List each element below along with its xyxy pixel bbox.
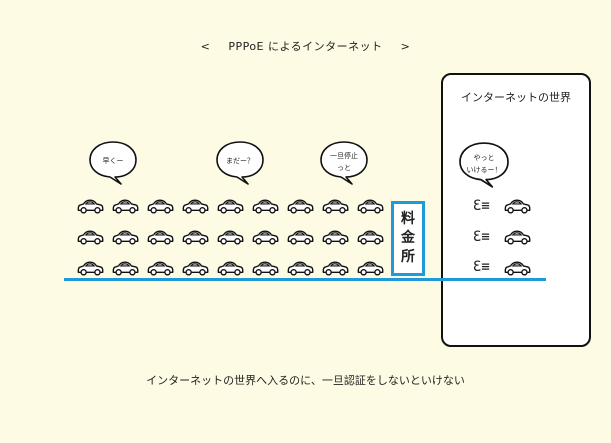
- car-icon: [504, 261, 531, 276]
- car-icon: [147, 199, 174, 214]
- car-icon: [252, 230, 279, 245]
- bubble-text-waiting: まだー？: [218, 155, 262, 167]
- tollgate-char: 料: [401, 211, 415, 227]
- tollgate: 料 金 所: [391, 201, 425, 276]
- title-left-bracket: <: [200, 40, 211, 53]
- car-icon: [112, 261, 139, 276]
- speed-mark: Ɛ≡: [473, 229, 490, 245]
- tollgate-char: 所: [401, 249, 415, 265]
- road-line: [64, 278, 546, 281]
- diagram-caption: インターネットの世界へ入るのに、一旦認証をしないといけない: [146, 374, 465, 387]
- bubble-text-finally: やっと いけるー！: [462, 152, 506, 176]
- car-icon: [182, 199, 209, 214]
- car-icon: [357, 199, 384, 214]
- car-icon: [252, 261, 279, 276]
- bubble-line: まだー？: [226, 157, 254, 165]
- car-icon: [287, 261, 314, 276]
- bubble-line: やっと: [473, 154, 495, 162]
- speed-mark: Ɛ≡: [473, 259, 490, 275]
- bubble-line: っと: [337, 164, 351, 172]
- car-icon: [252, 199, 279, 214]
- car-icon: [147, 261, 174, 276]
- tollgate-char: 金: [401, 230, 415, 246]
- car-icon: [217, 261, 244, 276]
- car-icon: [77, 230, 104, 245]
- car-icon: [287, 199, 314, 214]
- car-icon: [217, 230, 244, 245]
- title-right-bracket: >: [400, 40, 411, 53]
- car-icon: [112, 230, 139, 245]
- car-icon: [504, 199, 531, 214]
- car-icon: [147, 230, 174, 245]
- car-icon: [77, 199, 104, 214]
- car-icon: [77, 261, 104, 276]
- car-icon: [504, 230, 531, 245]
- bubble-line: いけるー！: [466, 166, 502, 174]
- car-icon: [182, 261, 209, 276]
- waiting-cars: [77, 199, 384, 276]
- speed-mark: Ɛ≡: [473, 198, 490, 214]
- car-icon: [322, 261, 349, 276]
- bubble-text-stop: 一旦停止 っと: [322, 150, 366, 174]
- internet-world-label: インターネットの世界: [461, 91, 571, 104]
- passing-cars: [504, 199, 531, 276]
- car-icon: [357, 261, 384, 276]
- car-icon: [357, 230, 384, 245]
- speech-bubbles: [89, 141, 509, 188]
- car-icon: [287, 230, 314, 245]
- car-icon: [322, 230, 349, 245]
- car-icon: [322, 199, 349, 214]
- car-icon: [112, 199, 139, 214]
- car-icon: [182, 230, 209, 245]
- bubble-line: 一旦停止: [330, 152, 358, 160]
- bubble-line: 早くー: [102, 157, 124, 165]
- diagram-title: < PPPoE によるインターネット >: [0, 38, 611, 54]
- bubble-text-hurry: 早くー: [92, 155, 134, 167]
- car-icon: [217, 199, 244, 214]
- title-text: PPPoE によるインターネット: [228, 40, 383, 53]
